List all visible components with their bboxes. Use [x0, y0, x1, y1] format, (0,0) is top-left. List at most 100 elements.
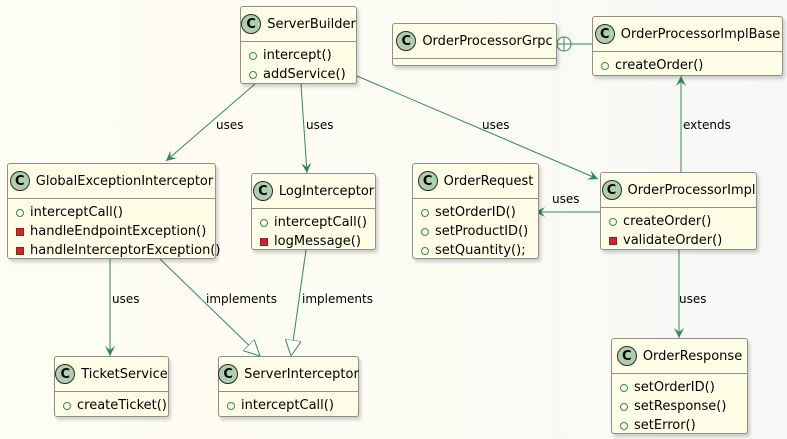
public-visibility-icon [620, 421, 628, 430]
public-visibility-icon [620, 402, 628, 411]
edge-label-opi-req: uses [552, 192, 580, 206]
class-badge-icon: C [417, 171, 438, 191]
public-visibility-icon [601, 61, 609, 70]
public-visibility-icon [609, 217, 617, 226]
class-name: ServerInterceptor [244, 366, 359, 382]
private-visibility-icon [609, 236, 617, 245]
method-name: handleEndpointException() [30, 224, 207, 239]
class-badge-icon: C [241, 14, 262, 34]
method-name: createOrder() [615, 58, 704, 73]
class-badge-icon: C [55, 364, 76, 384]
method-row: interceptCall() [16, 203, 209, 222]
method-name: validateOrder() [623, 233, 723, 248]
method-name: setError() [634, 418, 696, 433]
public-visibility-icon [249, 51, 257, 60]
class-name: OrderProcessorGrpc [422, 33, 553, 49]
method-name: setResponse() [634, 399, 727, 414]
class-server-builder[interactable]: C ServerBuilder intercept() addService() [240, 6, 357, 84]
class-ticket-service[interactable]: C TicketService createTicket() [54, 356, 169, 417]
method-row: setError() [620, 416, 741, 435]
edge-label-sb-opi: uses [482, 118, 510, 132]
method-name: setProductID() [435, 224, 529, 239]
method-name: intercept() [263, 48, 332, 63]
method-row: createOrder() [609, 212, 750, 231]
method-row: createTicket() [63, 396, 167, 415]
class-global-exception-interceptor[interactable]: C GlobalExceptionInterceptor interceptCa… [7, 163, 220, 260]
edge-sb-gei [165, 83, 256, 162]
empty-members-section [393, 59, 556, 67]
edge-label-gei-si: implements [206, 292, 277, 306]
class-order-request[interactable]: C OrderRequest setOrderID() setProductID… [412, 163, 539, 259]
edge-sb-log [300, 83, 312, 174]
class-name: GlobalExceptionInterceptor [35, 173, 214, 189]
method-name: createOrder() [623, 214, 712, 229]
public-visibility-icon [16, 208, 24, 217]
class-badge-icon: C [218, 364, 239, 384]
method-row: handleEndpointException() [16, 222, 209, 241]
method-name: logMessage() [274, 234, 361, 249]
class-name: OrderProcessorImpl [627, 182, 756, 198]
method-name: setQuantity(); [435, 243, 526, 258]
class-order-processor-impl[interactable]: C OrderProcessorImpl createOrder() valid… [600, 172, 757, 250]
method-name: handleInterceptorException() [30, 243, 221, 258]
public-visibility-icon [227, 401, 235, 410]
edge-sb-opi [356, 75, 599, 180]
method-row: validateOrder() [609, 231, 750, 250]
method-name: addService() [263, 67, 346, 82]
private-visibility-icon [16, 246, 24, 255]
edge-label-opi-resp: uses [679, 292, 707, 306]
public-visibility-icon [249, 70, 257, 79]
method-name: setOrderID() [435, 205, 516, 220]
class-badge-icon: C [601, 180, 622, 200]
public-visibility-icon [421, 208, 429, 217]
class-badge-icon: C [594, 24, 615, 44]
class-log-interceptor[interactable]: C LogInterceptor interceptCall() logMess… [251, 173, 376, 250]
edge-gei-si [159, 258, 260, 356]
method-row: logMessage() [260, 232, 369, 251]
class-order-processor-impl-base[interactable]: C OrderProcessorImplBase createOrder() [592, 16, 783, 76]
edge-label-sb-log: uses [306, 118, 334, 132]
method-row: setOrderID() [620, 378, 741, 397]
class-name: TicketService [81, 366, 168, 382]
public-visibility-icon [421, 227, 429, 236]
method-row: addService() [249, 65, 350, 84]
class-badge-icon: C [252, 181, 273, 201]
edge-label-opi-base: extends [683, 118, 731, 132]
public-visibility-icon [260, 218, 268, 227]
private-visibility-icon [260, 237, 268, 246]
method-row: intercept() [249, 46, 350, 65]
method-name: interceptCall() [274, 215, 367, 230]
class-badge-icon: C [616, 346, 637, 366]
edge-label-log-si: implements [302, 292, 373, 306]
class-order-response[interactable]: C OrderResponse setOrderID() setResponse… [611, 338, 748, 434]
class-name: LogInterceptor [278, 183, 375, 199]
method-row: setQuantity(); [421, 241, 532, 260]
class-server-interceptor[interactable]: C ServerInterceptor interceptCall() [218, 356, 359, 417]
method-row: setProductID() [421, 222, 532, 241]
method-row: handleInterceptorException() [16, 241, 220, 260]
class-name: ServerBuilder [267, 16, 356, 32]
public-visibility-icon [63, 401, 71, 410]
class-name: OrderResponse [642, 348, 743, 364]
edge-label-gei-ticket: uses [112, 292, 140, 306]
nested-class-connector-icon [556, 36, 572, 52]
method-row: createOrder() [601, 56, 776, 75]
class-badge-icon: C [396, 31, 417, 51]
private-visibility-icon [16, 227, 24, 236]
class-name: OrderProcessorImplBase [620, 26, 781, 42]
class-order-processor-grpc[interactable]: C OrderProcessorGrpc [392, 23, 557, 66]
public-visibility-icon [620, 383, 628, 392]
method-row: setOrderID() [421, 203, 532, 222]
method-row: interceptCall() [260, 213, 369, 232]
class-badge-icon: C [9, 171, 30, 191]
method-name: interceptCall() [30, 205, 123, 220]
method-row: setResponse() [620, 397, 741, 416]
method-name: interceptCall() [241, 398, 334, 413]
edge-log-si [291, 249, 307, 356]
edge-label-sb-gei: uses [216, 118, 244, 132]
method-name: createTicket() [77, 398, 167, 413]
public-visibility-icon [421, 246, 429, 255]
method-name: setOrderID() [634, 380, 715, 395]
class-name: OrderRequest [443, 173, 534, 189]
